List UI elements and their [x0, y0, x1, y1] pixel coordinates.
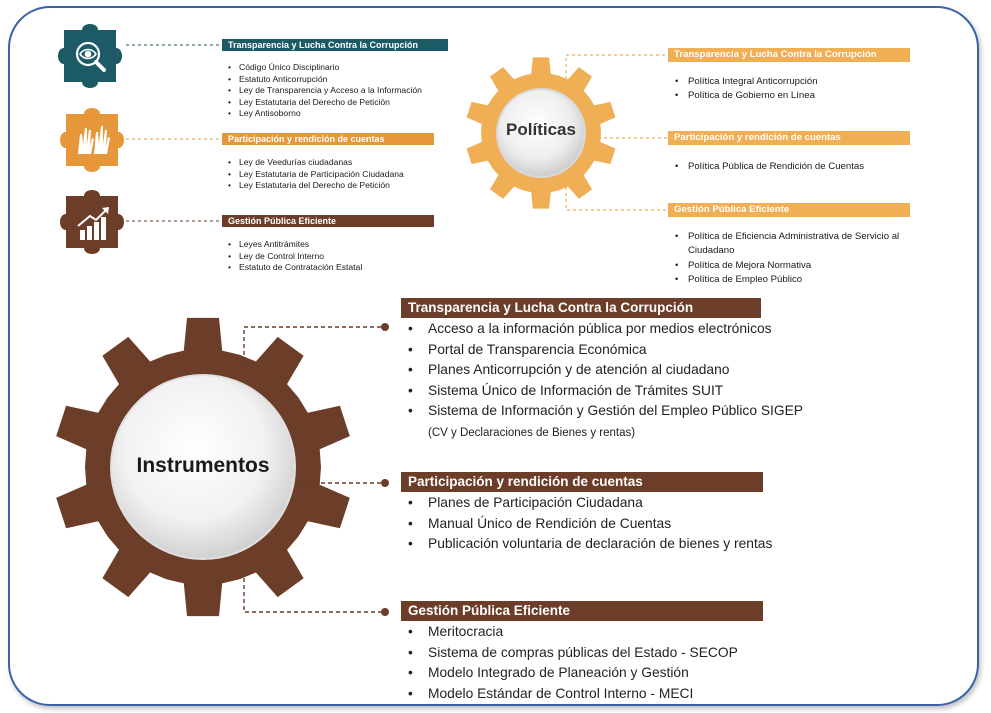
growth-chart-icon [77, 207, 109, 240]
tl-list-management: Leyes Antitrámites Ley de Control Intern… [226, 239, 456, 274]
raised-hands-icon [78, 126, 110, 154]
list-item: Política de Eficiencia Administrativa de… [673, 230, 901, 259]
list-item: Ley Estatutaria del Derecho de Petición [226, 180, 456, 192]
list-item: Código Único Disciplinario [226, 62, 456, 74]
pol-header-participation: Participación y rendición de cuentas [668, 131, 910, 145]
sigep-note: (CV y Declaraciones de Bienes y rentas) [428, 426, 636, 439]
list-item: Publicación voluntaria de declaración de… [404, 534, 824, 555]
list-item: Política de Empleo Público [673, 273, 901, 288]
list-item: Sistema de compras públicas del Estado -… [404, 643, 824, 664]
tl-header-transparency: Transparencia y Lucha Contra la Corrupci… [222, 39, 448, 51]
list-item: Planes Anticorrupción y de atención al c… [404, 360, 824, 381]
list-item: Meritocracia [404, 622, 824, 643]
sigep-text: Sistema de Información y Gestión del Emp… [428, 403, 803, 419]
list-item: Acceso a la información pública por medi… [404, 319, 824, 340]
inst-list-management: Meritocracia Sistema de compras públicas… [404, 622, 824, 704]
puzzle-connectors [126, 44, 222, 222]
list-item: Sistema de Información y Gestión del Emp… [404, 401, 824, 443]
inst-list-transparency: Acceso a la información pública por medi… [404, 319, 824, 444]
list-item: Ley de Transparencia y Acceso a la Infor… [226, 85, 456, 97]
list-item: Ley Estatutaria de Participación Ciudada… [226, 169, 456, 181]
list-item: Manual Único de Rendición de Cuentas [404, 514, 824, 535]
pol-header-management: Gestión Pública Eficiente [668, 203, 910, 217]
instrumentos-connector-dots [381, 323, 389, 616]
instrumentos-connectors [243, 326, 382, 613]
list-item: Ley Estatutaria del Derecho de Petición [226, 97, 456, 109]
list-item: Política de Mejora Normativa [673, 259, 901, 274]
list-item: Estatuto Anticorrupción [226, 74, 456, 86]
instrumentos-gear-label: Instrumentos [136, 454, 270, 477]
tl-list-participation: Ley de Veedurías ciudadanas Ley Estatuta… [226, 157, 456, 192]
list-item: Política de Gobierno en Línea [673, 89, 913, 104]
pol-header-transparency: Transparencia y Lucha Contra la Corrupci… [668, 48, 910, 62]
puzzle-piece-participation [60, 108, 124, 172]
pol-list-transparency: Política Integral Anticorrupción Polític… [673, 75, 913, 104]
list-item: Política Pública de Rendición de Cuentas [673, 160, 913, 175]
inst-header-management: Gestión Pública Eficiente [401, 601, 763, 621]
list-item: Portal de Transparencia Económica [404, 340, 824, 361]
tl-header-management: Gestión Pública Eficiente [222, 215, 434, 227]
list-item: Política Integral Anticorrupción [673, 75, 913, 90]
puzzle-piece-transparency [58, 24, 122, 88]
eye-search-icon [75, 41, 106, 72]
list-item: Modelo Estándar de Control Interno - MEC… [404, 684, 824, 705]
inst-header-participation: Participación y rendición de cuentas [401, 472, 763, 492]
tl-header-participation: Participación y rendición de cuentas [222, 133, 434, 145]
list-item: Ley de Veedurías ciudadanas [226, 157, 456, 169]
puzzle-piece-management [60, 190, 124, 254]
inst-header-transparency: Transparencia y Lucha Contra la Corrupci… [401, 298, 761, 318]
instrumentos-gear [56, 317, 350, 617]
pol-list-participation: Política Pública de Rendición de Cuentas [673, 160, 913, 175]
list-item: Estatuto de Contratación Estatal [226, 262, 456, 274]
politicas-connectors [565, 54, 668, 211]
pol-list-management: Política de Eficiencia Administrativa de… [673, 230, 901, 288]
list-item: Leyes Antitrámites [226, 239, 456, 251]
diagram-frame [8, 6, 979, 706]
politicas-gear-label: Políticas [506, 120, 576, 139]
list-item: Modelo Integrado de Planeación y Gestión [404, 663, 824, 684]
politicas-gear [466, 57, 616, 209]
list-item: Planes de Participación Ciudadana [404, 493, 824, 514]
list-item: Ley Antisoborno [226, 108, 456, 120]
list-item: Ley de Control Interno [226, 251, 456, 263]
inst-list-participation: Planes de Participación Ciudadana Manual… [404, 493, 824, 555]
list-item: Sistema Único de Información de Trámites… [404, 381, 824, 402]
tl-list-transparency: Código Único Disciplinario Estatuto Anti… [226, 62, 456, 120]
